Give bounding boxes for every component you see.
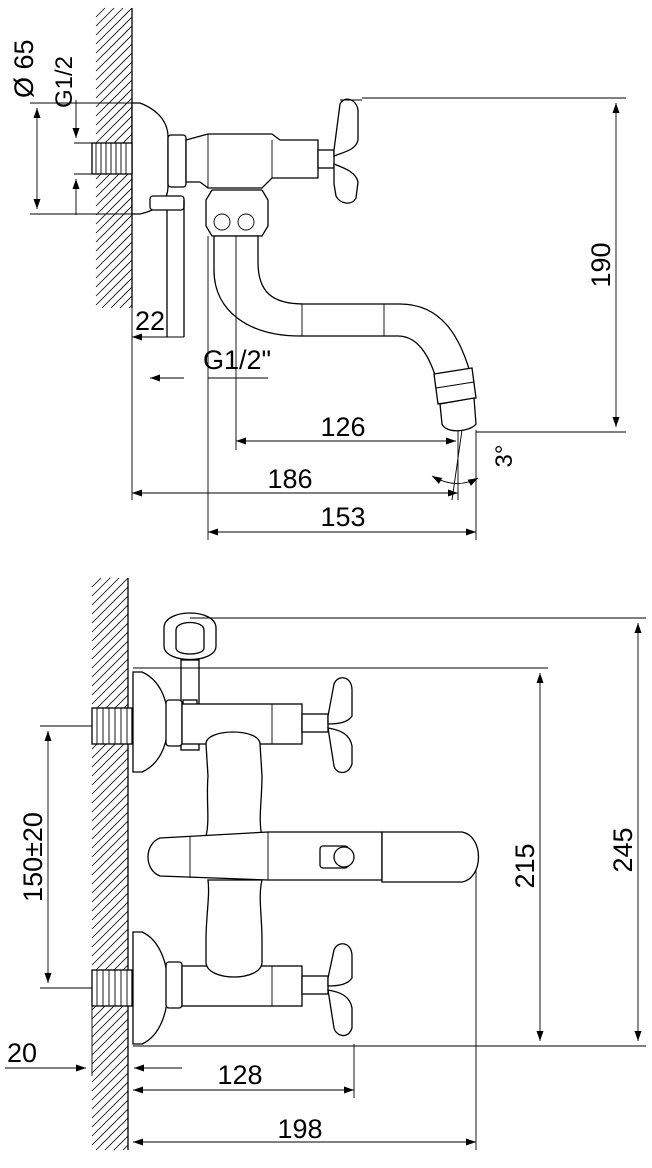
dim-height-245: 245 <box>190 617 646 1047</box>
dim-thread-top-label: G1/2 <box>51 56 78 108</box>
handle-upper <box>333 98 359 157</box>
dim-wall-label: 20 <box>7 1038 37 1068</box>
handle-lower <box>333 163 359 204</box>
dim-thread-outlet: G1/2" <box>150 236 271 540</box>
dim-depth: 22 <box>131 306 184 500</box>
spout-connector <box>205 189 269 237</box>
wall-thread-lower <box>91 969 133 1007</box>
handle-lower-front <box>327 943 353 987</box>
dim-height-190: 190 <box>362 97 626 433</box>
side-view: Ø 65 G1/2 22 G1/2" 126 <box>9 7 626 540</box>
dim-reach-126: 126 <box>235 236 456 450</box>
dim-reach-186-label: 186 <box>267 464 312 494</box>
dim-depth-128-label: 128 <box>217 1060 262 1090</box>
body-riser-lower <box>205 879 263 978</box>
dim-height-215: 215 <box>133 667 548 1047</box>
dim-reach-153-label: 153 <box>320 502 365 532</box>
aerator <box>433 367 477 405</box>
dim-height-190-label: 190 <box>586 242 616 287</box>
dim-wall: 20 <box>5 1006 182 1076</box>
dim-height-215-label: 215 <box>510 843 540 888</box>
body-riser-upper <box>205 731 263 837</box>
wall-thread-upper <box>91 707 133 745</box>
dim-angle-label: 3° <box>491 445 518 468</box>
dim-depth-label: 22 <box>135 306 165 336</box>
rosette-lower <box>132 931 169 1045</box>
dim-reach-126-label: 126 <box>320 412 365 442</box>
dim-spacing-label: 150±20 <box>18 812 48 902</box>
wall-thread <box>91 142 133 175</box>
dim-diameter-label: Ø 65 <box>9 39 39 98</box>
spout-tip <box>439 397 477 432</box>
dim-diameter: Ø 65 <box>9 39 132 215</box>
front-view: 150±20 20 128 198 215 <box>5 577 646 1151</box>
wall-hatching-bottom <box>91 577 129 1151</box>
dim-reach-186: 186 <box>132 464 458 497</box>
dim-thread-top: G1/2 <box>51 56 92 215</box>
dim-thread-outlet-label: G1/2" <box>203 345 271 375</box>
dim-depth-198: 198 <box>133 870 477 1150</box>
dim-depth-198-label: 198 <box>277 1114 322 1144</box>
drain-cap <box>149 195 185 211</box>
dim-angle: 3° <box>431 429 518 501</box>
dim-height-245-label: 245 <box>608 827 638 872</box>
handle-upper-front <box>327 677 353 725</box>
valve-body <box>185 133 319 189</box>
diverter-knob <box>333 846 355 868</box>
dim-reach-153: 153 <box>208 430 477 540</box>
spout-front <box>381 831 480 883</box>
dim-depth-128: 128 <box>133 1044 355 1098</box>
dim-spacing: 150±20 <box>18 725 92 989</box>
connector-nut <box>167 134 187 188</box>
rosette-upper <box>132 671 169 773</box>
